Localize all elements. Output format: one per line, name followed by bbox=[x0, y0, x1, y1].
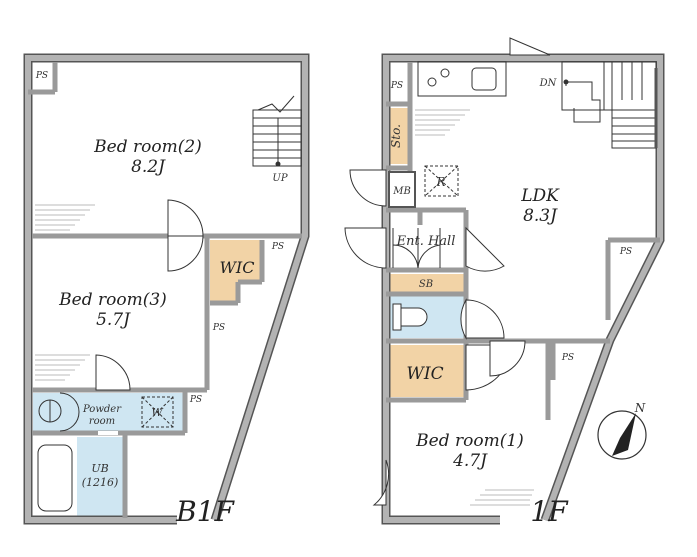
b1f-ps-label: PS bbox=[271, 242, 284, 252]
f1-ps-label: PS bbox=[561, 353, 574, 363]
f1-ldk-size: 8.3J bbox=[523, 206, 558, 226]
f1-bedroom1-size: 4.7J bbox=[452, 451, 488, 471]
b1f-wic-fill bbox=[210, 240, 262, 303]
b1f-outer-wall bbox=[23, 53, 310, 525]
f1-wic-label: WIC bbox=[406, 364, 443, 384]
b1f-fixtures bbox=[37, 396, 174, 512]
b1f-ps-label: PS bbox=[35, 71, 48, 81]
f1-fridge-label: R bbox=[435, 175, 445, 189]
f1-toilet-icon bbox=[392, 303, 428, 331]
f1-mb-label: MB bbox=[392, 186, 411, 197]
b1f-stairs-up-label: UP bbox=[272, 173, 287, 184]
b1f-ub-label-1: UB bbox=[91, 462, 108, 475]
f1-floor-label: 1F bbox=[530, 495, 569, 528]
b1f-floor-label: B1F bbox=[175, 495, 235, 528]
compass-north-label: N bbox=[634, 401, 646, 415]
b1f-bedroom3-size: 5.7J bbox=[96, 310, 131, 330]
b1f-wic-label: WIC bbox=[219, 258, 254, 277]
b1f-stairs bbox=[252, 95, 302, 167]
b1f-powder-room-label-2: room bbox=[89, 416, 115, 427]
f1-ldk-name: LDK bbox=[520, 186, 560, 206]
b1f-bathtub-icon bbox=[37, 444, 73, 512]
b1f-hatching bbox=[35, 204, 95, 381]
f1-kitchen bbox=[417, 61, 507, 97]
b1f-bedroom2-size: 8.2J bbox=[131, 157, 166, 177]
compass-icon: N bbox=[597, 401, 647, 460]
b1f-ps-label: PS bbox=[212, 323, 225, 333]
b1f-outer-wall-fill bbox=[25, 55, 308, 523]
f1-hatching bbox=[415, 109, 534, 506]
b1f-interior-walls bbox=[28, 62, 302, 518]
f1-ps-label: PS bbox=[390, 81, 403, 91]
f1-stove-icon bbox=[427, 77, 437, 87]
b1f-bath-fill bbox=[77, 437, 123, 517]
b1f-doors bbox=[59, 199, 204, 435]
b1f-washer-icon bbox=[141, 396, 174, 428]
b1f-powder-room-label-1: Powder bbox=[82, 404, 122, 415]
b1f-floor: Bed room(2) 8.2J Bed room(3) 5.7J WIC Po… bbox=[23, 53, 310, 528]
f1-mb-box bbox=[388, 171, 416, 208]
f1-fridge-icon bbox=[424, 165, 459, 197]
b1f-ps-label: PS bbox=[189, 395, 202, 405]
b1f-ub-label-2: (1216) bbox=[82, 476, 119, 489]
f1-shoebox-fill bbox=[389, 274, 464, 292]
f1-storage-label: Sto. bbox=[389, 124, 403, 148]
f1-floor: LDK 8.3J Bed room(1) 4.7J WIC Sto. MB R … bbox=[344, 37, 665, 528]
f1-doors bbox=[344, 37, 551, 506]
f1-shoebox-label: SB bbox=[419, 279, 433, 290]
f1-storage-fill bbox=[389, 108, 409, 164]
b1f-bedroom3-name: Bed room(3) bbox=[58, 290, 167, 310]
f1-sink-icon bbox=[471, 67, 497, 91]
f1-wic-fill bbox=[389, 345, 464, 397]
f1-stairs-dn-label: DN bbox=[539, 78, 558, 89]
f1-stairs bbox=[561, 61, 658, 149]
b1f-bedroom2-name: Bed room(2) bbox=[93, 137, 202, 157]
b1f-washer-label: W bbox=[151, 406, 164, 419]
f1-entrance-hall-label: Ent. Hall bbox=[396, 234, 456, 249]
f1-ps-label: PS bbox=[619, 247, 632, 257]
f1-bedroom1-name: Bed room(1) bbox=[415, 431, 524, 451]
